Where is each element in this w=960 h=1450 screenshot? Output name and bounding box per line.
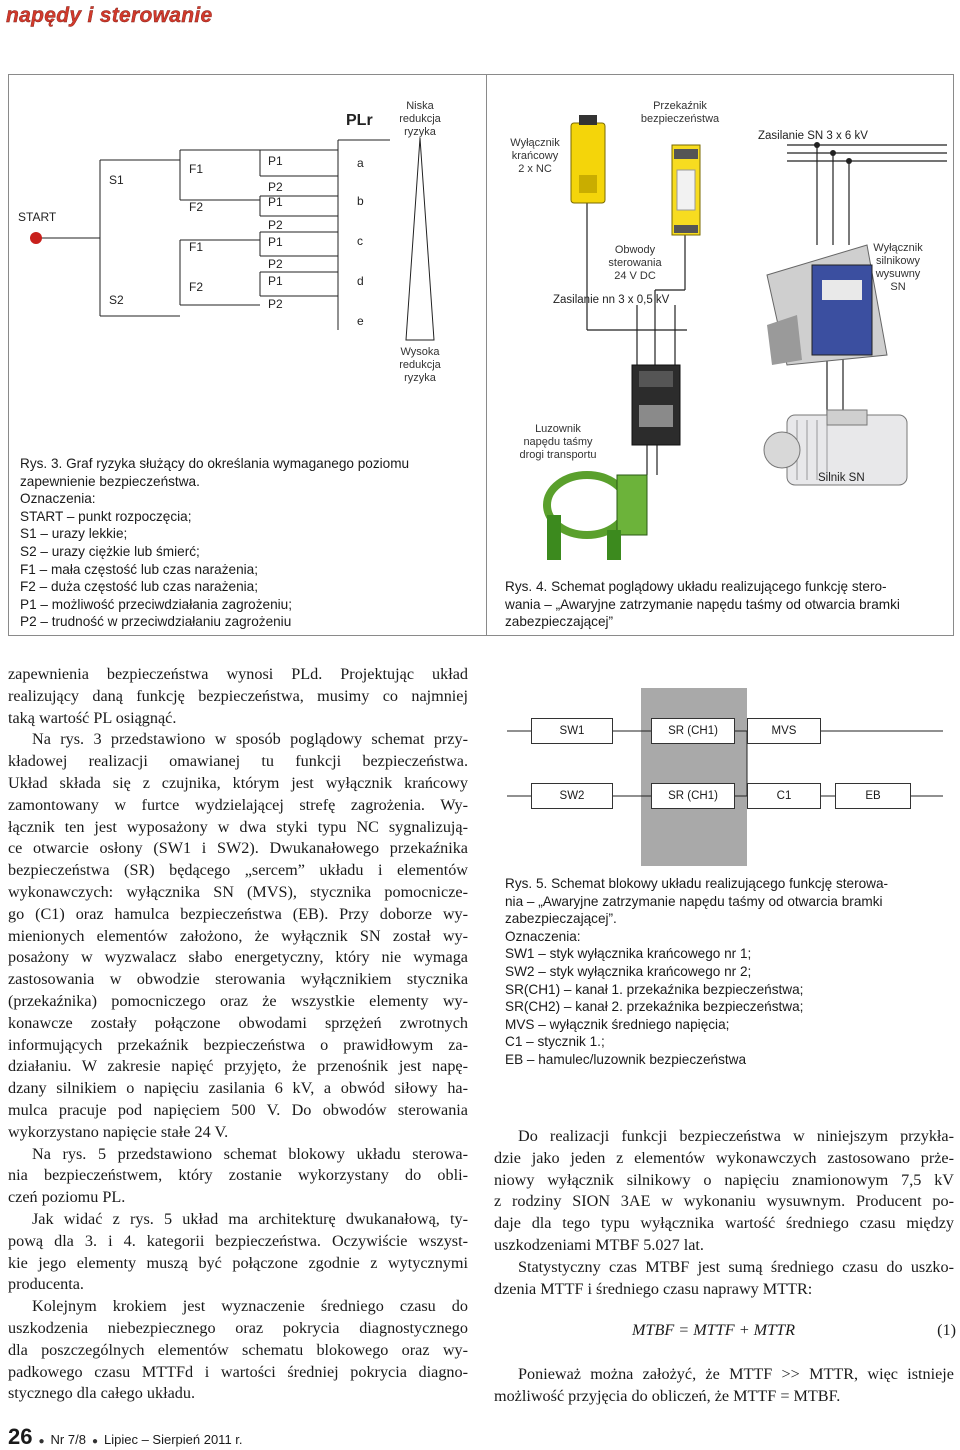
level-label: c bbox=[357, 234, 363, 248]
p-label: P2 bbox=[268, 180, 283, 194]
fig4-caption: Rys. 4. Schemat poglądowy układu realizu… bbox=[505, 579, 900, 630]
f-label: F1 bbox=[189, 240, 204, 254]
fig5-caption: Rys. 5. Schemat blokowy układu realizują… bbox=[505, 876, 889, 1067]
p-label: P2 bbox=[268, 297, 283, 311]
page-number: 26 bbox=[8, 1424, 33, 1449]
c1-block: C1 bbox=[747, 783, 821, 809]
risk-graph bbox=[30, 137, 435, 341]
level-label: d bbox=[357, 274, 364, 288]
p-label: P1 bbox=[268, 274, 283, 288]
sr-ch1-block: SR (CH1) bbox=[651, 718, 735, 744]
limit-switch-icon bbox=[570, 115, 606, 204]
left-column-text: zapewnienia bezpieczeństwa wynosi PLd. P… bbox=[8, 665, 468, 1403]
sw1-block: SW1 bbox=[531, 718, 613, 744]
p-label: P1 bbox=[268, 154, 283, 168]
right-column-text: Do realizacji funkcji bezpieczeństwa w n… bbox=[494, 1127, 954, 1298]
page-footer: 26 ● Nr 7/8 ● Lipiec – Sierpień 2011 r. bbox=[8, 1424, 243, 1450]
equation: MTBF = MTTF + MTTR bbox=[632, 1321, 796, 1339]
safety-relay-block bbox=[641, 688, 747, 866]
level-label: e bbox=[357, 314, 364, 328]
motor-icon bbox=[763, 409, 908, 486]
mvs-block: MVS bbox=[747, 718, 821, 744]
section-header: napędy i sterowanie bbox=[6, 4, 213, 27]
supply-nn-label: Zasilanie nn 3 x 0,5 kV bbox=[553, 294, 670, 306]
figure-frame bbox=[8, 74, 954, 636]
brake-icon bbox=[543, 471, 648, 560]
issue-date: Lipiec – Sierpień 2011 r. bbox=[103, 1432, 243, 1447]
eb-block: EB bbox=[835, 783, 911, 809]
p-label: P2 bbox=[268, 218, 283, 232]
motor-label: Silnik SN bbox=[818, 472, 865, 484]
fig3-caption: Rys. 3. Graf ryzyka służący do określani… bbox=[20, 456, 410, 630]
equation-number: (1) bbox=[937, 1321, 956, 1339]
level-label: b bbox=[357, 194, 364, 208]
sr-ch2-block: SR (CH1) bbox=[651, 783, 735, 809]
block-diagram: SW1 SR (CH1) MVS SW2 SR (CH1) C1 EB bbox=[507, 688, 943, 866]
contactor-icon bbox=[631, 364, 681, 446]
schematic-illustration bbox=[543, 115, 947, 560]
start-label: START bbox=[18, 210, 57, 224]
s2-label: S2 bbox=[109, 293, 124, 307]
sw2-block: SW2 bbox=[531, 783, 613, 809]
bullet-icon: ● bbox=[38, 1436, 45, 1447]
motor-breaker-icon bbox=[766, 244, 888, 366]
bullet-icon: ● bbox=[91, 1436, 98, 1447]
p-label: P1 bbox=[268, 195, 283, 209]
issue-label: Nr 7/8 bbox=[50, 1432, 86, 1447]
right-column-text-end: Ponieważ można założyć, że MTTF >> MTTR,… bbox=[494, 1365, 954, 1405]
start-point-icon bbox=[30, 232, 42, 244]
level-label: a bbox=[357, 156, 364, 170]
f-label: F2 bbox=[189, 200, 204, 214]
f-label: F2 bbox=[189, 280, 204, 294]
figure-divider bbox=[486, 74, 487, 636]
supply-sn-label: Zasilanie SN 3 x 6 kV bbox=[758, 130, 868, 142]
s1-label: S1 bbox=[109, 173, 124, 187]
p-label: P2 bbox=[268, 257, 283, 271]
f-label: F1 bbox=[189, 162, 204, 176]
p-label: P1 bbox=[268, 235, 283, 249]
plr-title: PLr bbox=[346, 112, 373, 129]
safety-relay-icon bbox=[671, 144, 701, 236]
